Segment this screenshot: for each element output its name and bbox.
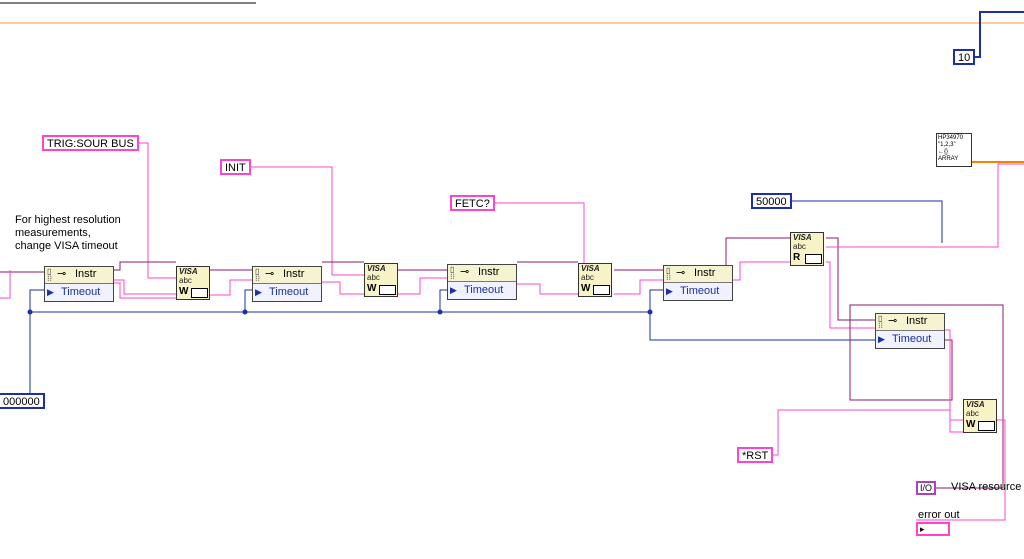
error-out-indicator[interactable]: ▸ bbox=[916, 522, 950, 536]
arrow-right-icon: ▶ bbox=[666, 286, 673, 296]
key-icon: ⊸ bbox=[460, 266, 470, 278]
key-icon: ⊸ bbox=[888, 315, 898, 327]
key-icon: ⊸ bbox=[57, 268, 67, 280]
numeric-50000-constant[interactable]: 50000 bbox=[751, 193, 792, 209]
timeout-numeric-constant[interactable]: 000000 bbox=[0, 393, 45, 409]
rst-constant[interactable]: *RST bbox=[737, 447, 774, 463]
arrow-right-icon: ▶ bbox=[450, 285, 457, 295]
visa-resource-label: VISA resource bbox=[951, 481, 1022, 493]
init-constant[interactable]: INIT bbox=[220, 159, 251, 175]
property-node-timeout-2[interactable]: ▯⁝⁝⊸Instr ▶Timeout bbox=[252, 266, 322, 302]
key-icon: ⊸ bbox=[265, 268, 275, 280]
array-conversion-node[interactable]: HP34970 "1,2,3" ←{} ARRAY bbox=[936, 133, 972, 167]
property-node-timeout-5[interactable]: ▯⁝⁝⊸Instr ▶Timeout bbox=[875, 313, 945, 349]
arrow-right-icon: ▶ bbox=[47, 287, 54, 297]
arrow-right-icon: ▶ bbox=[878, 334, 885, 344]
arrow-right-icon: ▶ bbox=[255, 287, 262, 297]
fetc-constant[interactable]: FETC? bbox=[450, 195, 495, 211]
numeric-10-constant[interactable]: 10 bbox=[953, 49, 976, 65]
timeout-comment: For highest resolution measurements, cha… bbox=[15, 214, 121, 252]
error-out-label: error out bbox=[918, 509, 960, 521]
key-icon: ⊸ bbox=[676, 267, 686, 279]
property-node-timeout-4[interactable]: ▯⁝⁝⊸Instr ▶Timeout bbox=[663, 265, 733, 301]
property-node-timeout-3[interactable]: ▯⁝⁝⊸Instr ▶Timeout bbox=[447, 264, 517, 300]
trig-sour-bus-constant[interactable]: TRIG:SOUR BUS bbox=[42, 135, 139, 151]
property-node-timeout-1[interactable]: ▯⁝⁝⊸Instr ▶Timeout bbox=[44, 266, 114, 302]
visa-resource-indicator[interactable]: I/O bbox=[916, 481, 937, 495]
